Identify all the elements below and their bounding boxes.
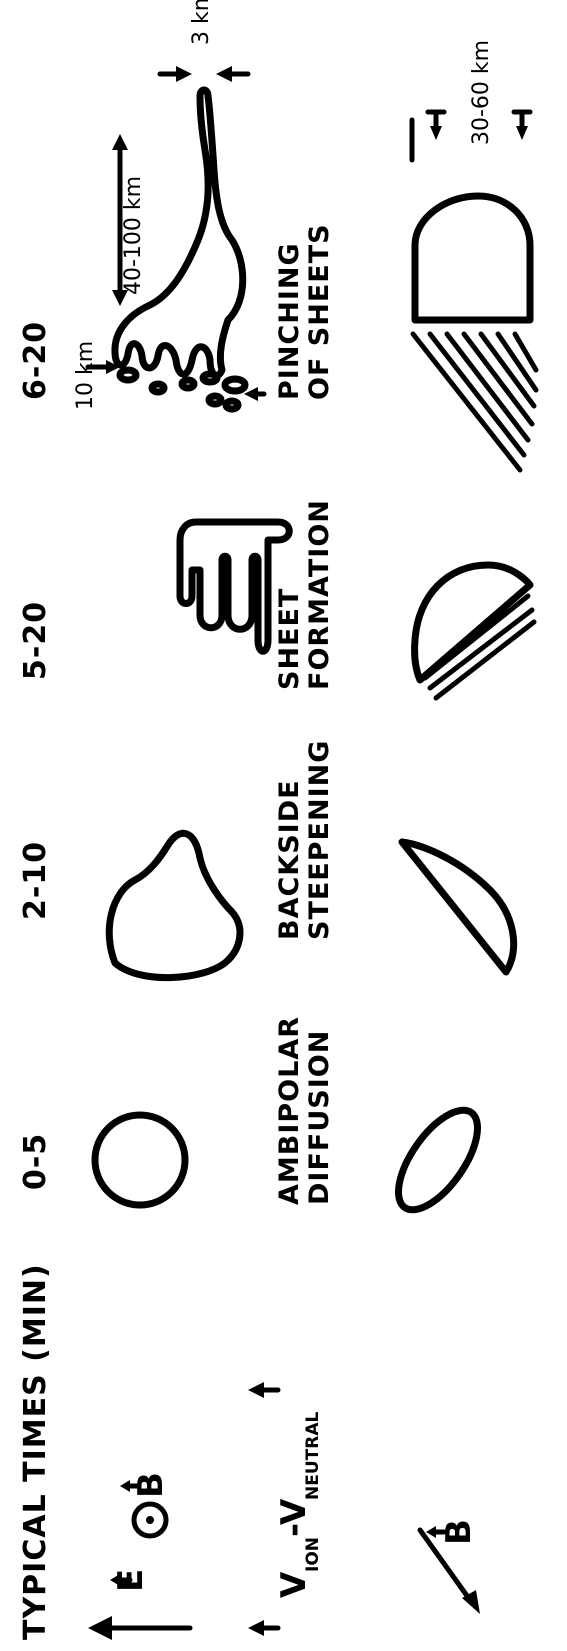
stage2-half-disk-side-view (402, 842, 514, 972)
stage3-label-line1: SHEET (274, 588, 305, 690)
length-annotation: 40-100 km (121, 176, 146, 295)
time-label-2: 5-20 (18, 601, 53, 680)
neutral-subscript: NEUTRAL (303, 1412, 323, 1500)
height-annotation: 30-60 km (469, 40, 494, 145)
stage1-label-line1: AMBIPOLAR (274, 1016, 305, 1205)
stage4-label-line1: PINCHING (274, 242, 305, 400)
stage3-label-line2: FORMATION (304, 499, 335, 690)
width-dimension-arrows (160, 66, 248, 82)
stage4-blob-2 (182, 380, 194, 388)
stage2-steepened-cloud (109, 833, 240, 977)
time-label-3: 6-20 (18, 321, 53, 400)
stage4-blob-6 (225, 379, 245, 391)
time-label-0: 0-5 (18, 1133, 53, 1190)
velocity-arrow-right (248, 1382, 278, 1398)
stage3-sheet-line-2 (430, 610, 532, 688)
ion-subscript: ION (303, 1537, 323, 1572)
stage4-sheeted-side-view (415, 196, 530, 320)
stage1-label-line2: DIFFUSION (304, 1030, 335, 1205)
stage4-blob-5 (152, 384, 164, 392)
v-ion-symbol: V (274, 1571, 314, 1598)
typical-times-heading: TYPICAL TIMES (MIN) (18, 1263, 53, 1640)
width-annotation: 3 km (189, 0, 214, 45)
stage4-blob-7 (226, 401, 238, 409)
stage1-circle-cross-section (95, 1115, 185, 1205)
time-label-1: 2-10 (18, 841, 53, 920)
stage2-label-line2: STEEPENING (304, 740, 335, 940)
stage4-blob-1 (120, 370, 136, 380)
blob-size-annotation: 10 km (73, 341, 98, 410)
stage4-label-line2: OF SHEETS (304, 223, 335, 400)
stage4-blob-3 (203, 374, 217, 382)
e-field-arrow (88, 1616, 190, 1640)
velocity-arrow-left (248, 1620, 278, 1636)
stage1-ellipse-side-view (383, 1098, 492, 1223)
stage4-blob-4 (209, 396, 221, 404)
stage2-label-line1: BACKSIDE (274, 779, 305, 940)
stage4-sheet-line-1 (413, 334, 520, 470)
stage4-sheet-line-3 (447, 334, 528, 440)
stage3-fork-cloud (180, 522, 289, 651)
b-out-of-page-icon (134, 1504, 166, 1536)
v-neutral-symbol: V (274, 1498, 314, 1525)
